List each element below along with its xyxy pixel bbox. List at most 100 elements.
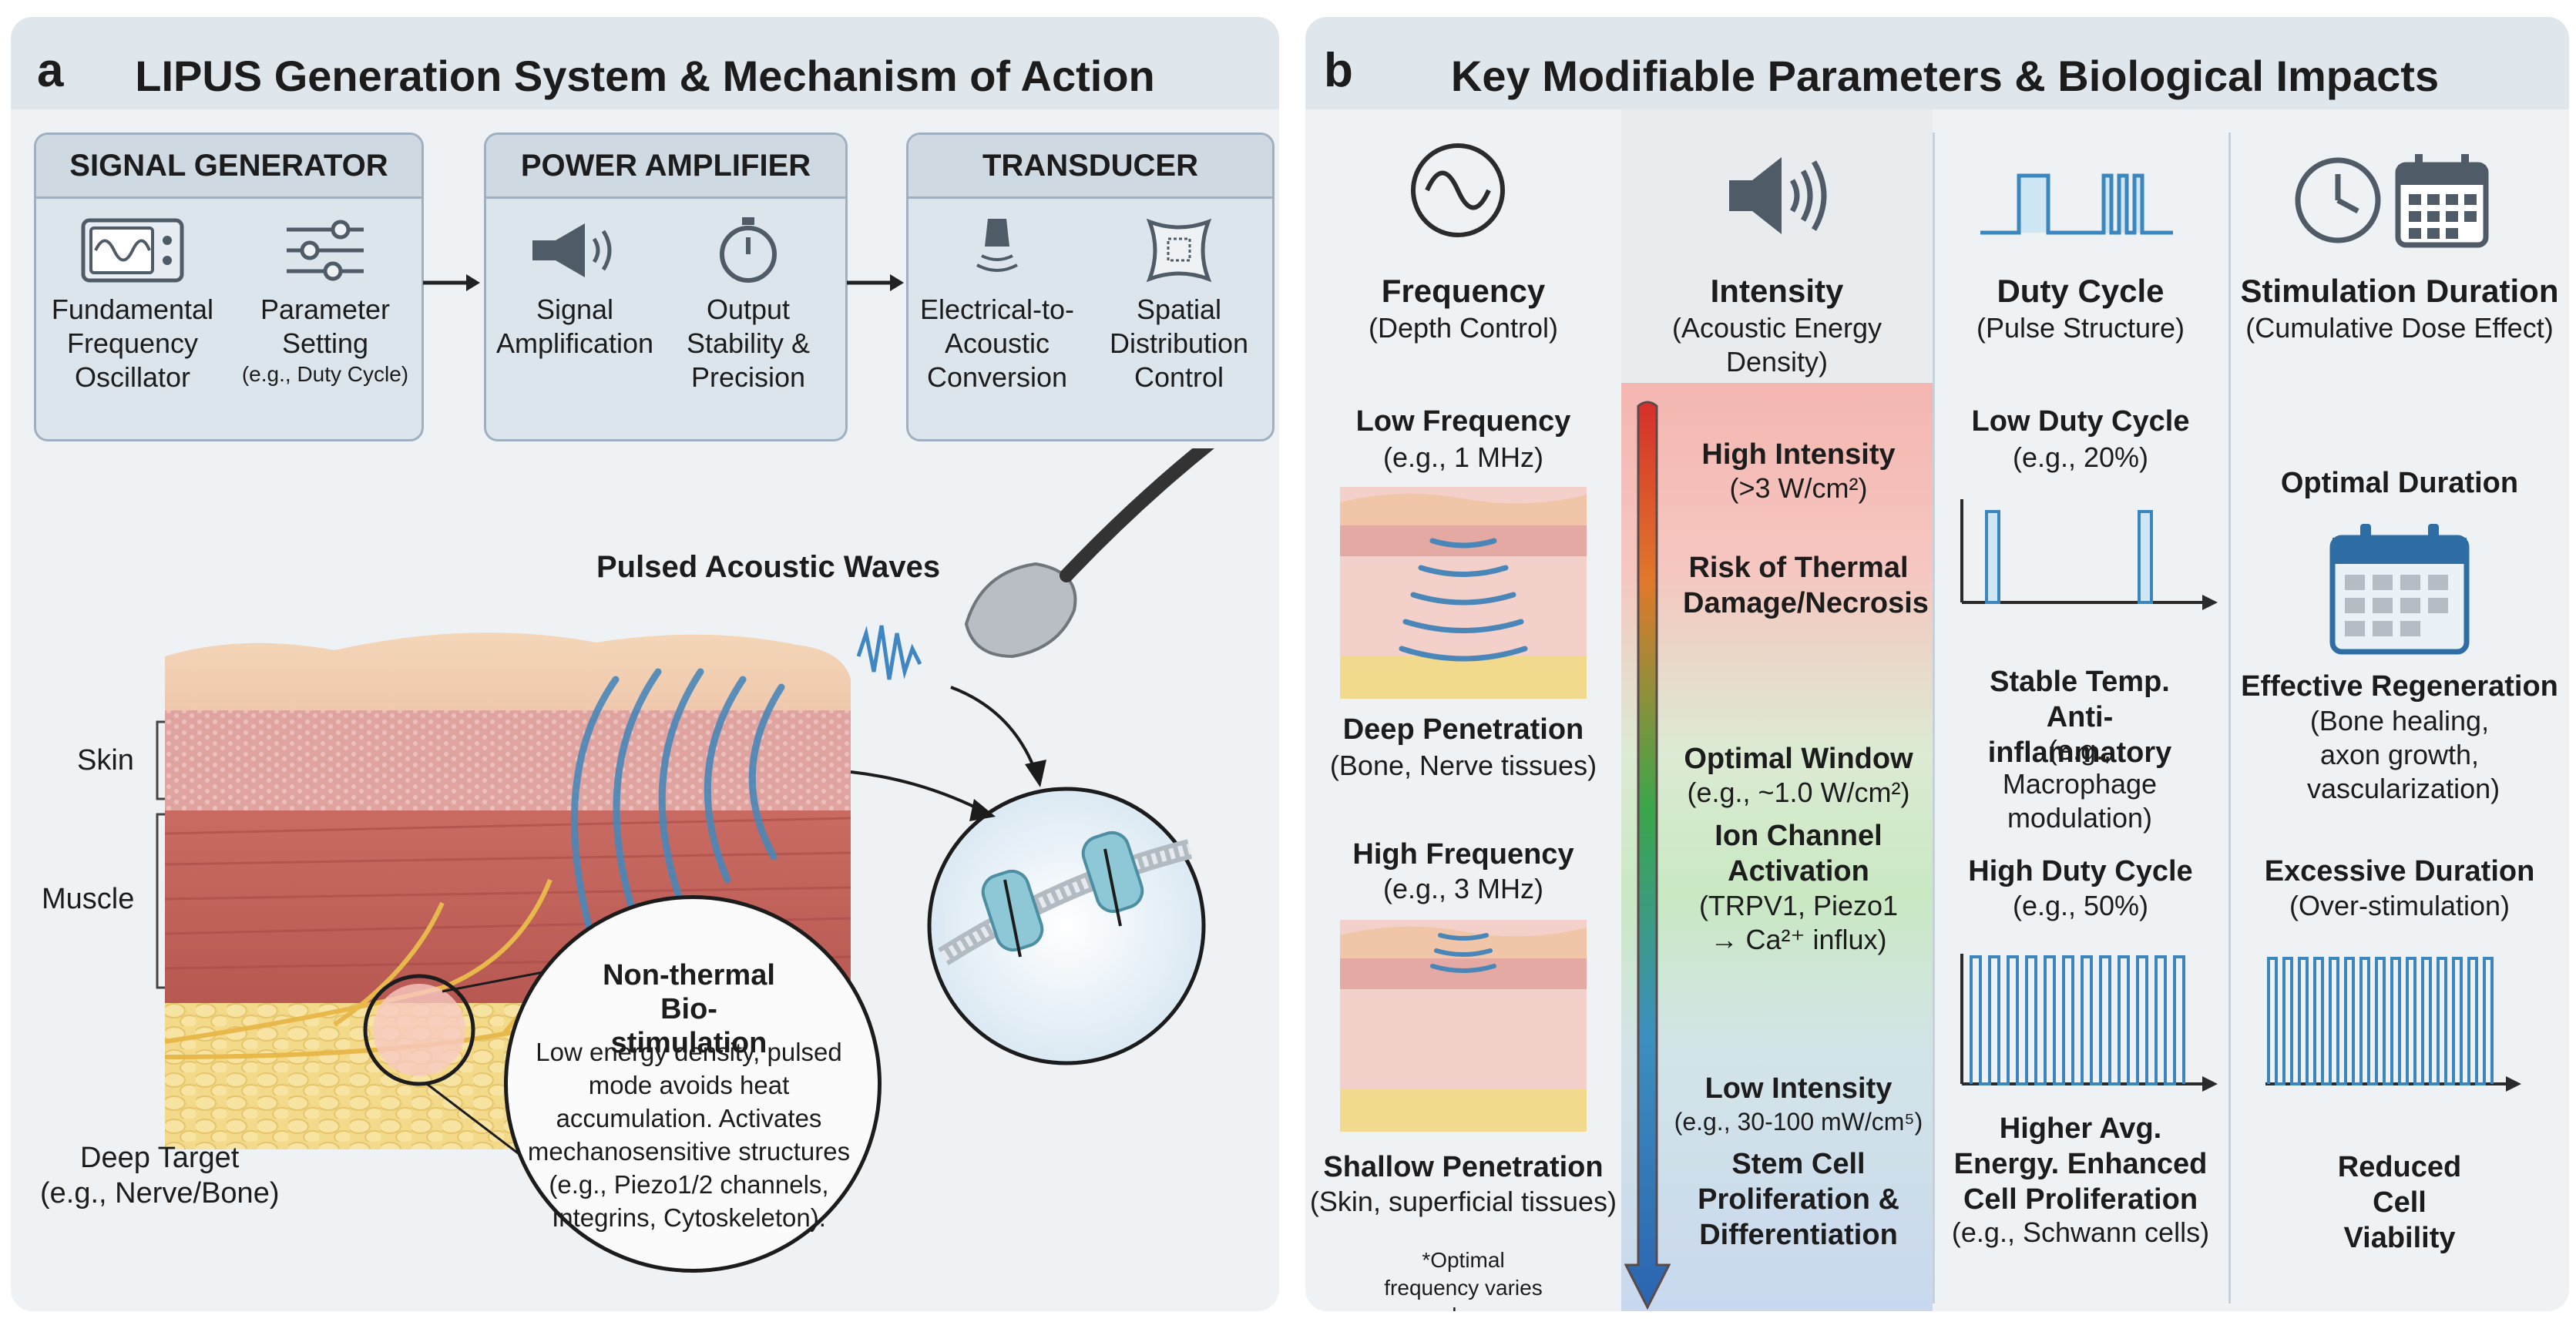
callout-body: Low energy density, pulsed mode avoids h…	[527, 1038, 851, 1232]
callout-circle	[504, 895, 882, 1273]
divider-2	[2228, 133, 2231, 1303]
optimal-duration-label: Optimal Duration	[2280, 467, 2519, 499]
high-intensity-title: High Intensity	[1701, 438, 1896, 471]
excessive-duration-title: Excessive Duration	[2264, 855, 2535, 887]
clock-icon	[2295, 157, 2381, 243]
divider-1	[1933, 133, 1935, 1303]
spatial-icon	[1146, 218, 1212, 283]
conversion-item: Electrical-to-Acoustic Conversion	[908, 216, 1086, 394]
arrow-amplifier-to-transducer	[847, 274, 904, 291]
deep-penetration-sub: (Bone, Nerve tissues)	[1329, 750, 1597, 781]
intensity-gradient-arrow	[1624, 401, 1671, 1310]
duration-subtitle: (Cumulative Dose Effect)	[2245, 312, 2554, 344]
panel-a-title: LIPUS Generation System & Mechanism of A…	[135, 52, 1155, 100]
deep-penetration-tissue	[1340, 487, 1587, 699]
stable-temp-sub: (e.g., Macrophage modulation)	[2002, 734, 2158, 834]
panel-b-title: Key Modifiable Parameters & Biological I…	[1450, 52, 2440, 100]
low-frequency-sub: (e.g., 1 MHz)	[1382, 441, 1544, 473]
stability-label: Output Stability & Precision	[686, 294, 811, 393]
spatial-item: Spatial Distribution Control	[1090, 216, 1268, 394]
reduced-viability: Reduced Cell Viability	[2337, 1151, 2462, 1254]
deep-target-sub: (e.g., Nerve/Bone)	[40, 1177, 280, 1210]
higher-energy-title: Higher Avg. Energy. Enhanced Cell Prolif…	[1953, 1112, 2208, 1216]
waves-label: Pulsed Acoustic Waves	[596, 550, 941, 584]
callout-title: Non-thermal Bio-stimulation	[603, 959, 775, 1059]
deep-penetration-title: Deep Penetration	[1342, 713, 1584, 746]
optimal-calendar-icon	[2329, 524, 2470, 655]
parameter-label: Parameter Setting	[260, 294, 391, 359]
high-frequency-sub: (e.g., 3 MHz)	[1382, 873, 1544, 904]
transducer-icon	[976, 219, 1018, 272]
sliders-icon	[287, 220, 364, 281]
ion-channel-sub: (TRPV1, Piezo1 → Ca²⁺ influx)	[1698, 890, 1899, 955]
frequency-footnote: *Optimal frequency varies by tissue/appl…	[1384, 1248, 1543, 1311]
stability-item: Output Stability & Precision	[660, 216, 837, 394]
tissue-illustration	[156, 448, 1214, 1220]
high-duty-title: High Duty Cycle	[1968, 855, 2193, 887]
stable-temp-title: Stable Temp. Anti-inflammatory	[1987, 666, 2172, 769]
low-duty-title: Low Duty Cycle	[1971, 405, 2190, 438]
excessive-duration-sub: (Over-stimulation)	[2289, 890, 2511, 921]
shallow-penetration-tissue	[1340, 920, 1587, 1132]
high-intensity-sub: (>3 W/cm²)	[1729, 472, 1868, 504]
conversion-label: Electrical-to-Acoustic Conversion	[919, 294, 1075, 393]
duty-cycle-title: Duty Cycle	[1997, 273, 2165, 309]
panel-b-header	[1305, 17, 2569, 109]
duration-title: Stimulation Duration	[2240, 273, 2559, 309]
skin-label: Skin	[77, 744, 134, 777]
deep-target-label: Deep Target	[80, 1142, 240, 1174]
power-amplifier-box: POWER AMPLIFIER Signal Amplification Out…	[484, 133, 848, 441]
pulse-icon	[1980, 173, 2173, 235]
duty-cycle-subtitle: (Pulse Structure)	[1976, 312, 2185, 344]
signal-generator-title: SIGNAL GENERATOR	[36, 135, 421, 199]
signal-generator-box: SIGNAL GENERATOR Fundamental Frequency O…	[34, 133, 424, 441]
low-intensity-title: Low Intensity	[1704, 1072, 1893, 1105]
frequency-title: Frequency	[1381, 273, 1546, 309]
oscilloscope-icon	[81, 218, 184, 283]
amplification-label: Signal Amplification	[495, 294, 654, 359]
effective-regeneration-title: Effective Regeneration	[2241, 670, 2558, 703]
transducer-box: TRANSDUCER Electrical-to-Acoustic Conver…	[906, 133, 1275, 441]
shallow-penetration-sub: (Skin, superficial tissues)	[1309, 1186, 1617, 1217]
stopwatch-icon	[720, 217, 777, 283]
intensity-subtitle: (Acoustic Energy Density)	[1671, 312, 1882, 377]
panel-b-letter: b	[1324, 44, 1353, 97]
arrow-generator-to-amplifier	[423, 274, 480, 291]
optimal-window-title: Optimal Window	[1684, 743, 1913, 775]
panel-a-header	[11, 17, 1279, 109]
megaphone-icon	[532, 223, 612, 277]
risk-thermal: Risk of Thermal Damage/Necrosis	[1683, 552, 1929, 619]
high-frequency-title: High Frequency	[1352, 838, 1574, 871]
amplification-item: Signal Amplification	[486, 216, 663, 361]
high-duty-sub: (e.g., 50%)	[2012, 890, 2149, 921]
optimal-window-sub: (e.g., ~1.0 W/cm²)	[1687, 777, 1910, 808]
parameter-item: Parameter Setting (e.g., Duty Cycle)	[237, 216, 414, 388]
ion-channel-title: Ion Channel Activation	[1715, 820, 1882, 887]
low-duty-sub: (e.g., 20%)	[2012, 441, 2149, 473]
transducer-title: TRANSDUCER	[908, 135, 1272, 199]
stem-cell-text: Stem Cell Proliferation & Differentiatio…	[1698, 1148, 1899, 1251]
low-duty-waveform	[1960, 499, 2218, 610]
sine-wave-icon	[1411, 143, 1505, 237]
shallow-penetration-title: Shallow Penetration	[1323, 1151, 1604, 1183]
low-frequency-title: Low Frequency	[1355, 405, 1571, 438]
panel-a: a LIPUS Generation System & Mechanism of…	[11, 17, 1279, 1311]
oscillator-item: Fundamental Frequency Oscillator	[44, 216, 221, 394]
oscillator-label: Fundamental Frequency Oscillator	[51, 294, 214, 393]
intensity-gradient-band	[1621, 383, 1933, 1311]
low-intensity-sub: (e.g., 30-100 mW/cm⁵)	[1674, 1108, 1923, 1136]
spatial-label: Spatial Distribution Control	[1109, 294, 1249, 393]
effective-regeneration-sub: (Bone healing, axon growth, vascularizat…	[2307, 705, 2500, 804]
intensity-title: Intensity	[1710, 273, 1844, 309]
muscle-label: Muscle	[42, 883, 135, 915]
calendar-icon	[2395, 154, 2489, 248]
parameter-sub: (e.g., Duty Cycle)	[241, 362, 409, 386]
speaker-icon	[1729, 157, 1827, 234]
panel-b: b Key Modifiable Parameters & Biological…	[1305, 17, 2569, 1311]
higher-energy-sub: (e.g., Schwann cells)	[1951, 1216, 2210, 1248]
panel-a-letter: a	[37, 44, 64, 97]
frequency-subtitle: (Depth Control)	[1368, 312, 1559, 344]
excessive-duration-waveform	[2265, 957, 2521, 1092]
power-amplifier-title: POWER AMPLIFIER	[486, 135, 845, 199]
high-duty-waveform	[1960, 954, 2218, 1092]
